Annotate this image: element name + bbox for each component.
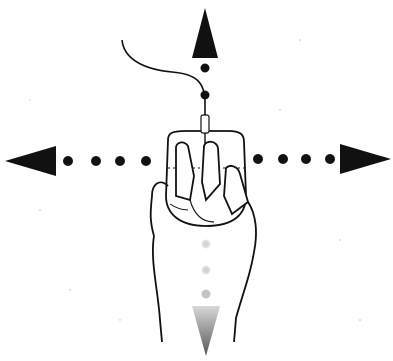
arrow-down-icon [192, 240, 220, 357]
mouse-cable [122, 40, 205, 134]
arrow-left-icon [5, 146, 151, 176]
arrow-right-icon [253, 144, 391, 174]
